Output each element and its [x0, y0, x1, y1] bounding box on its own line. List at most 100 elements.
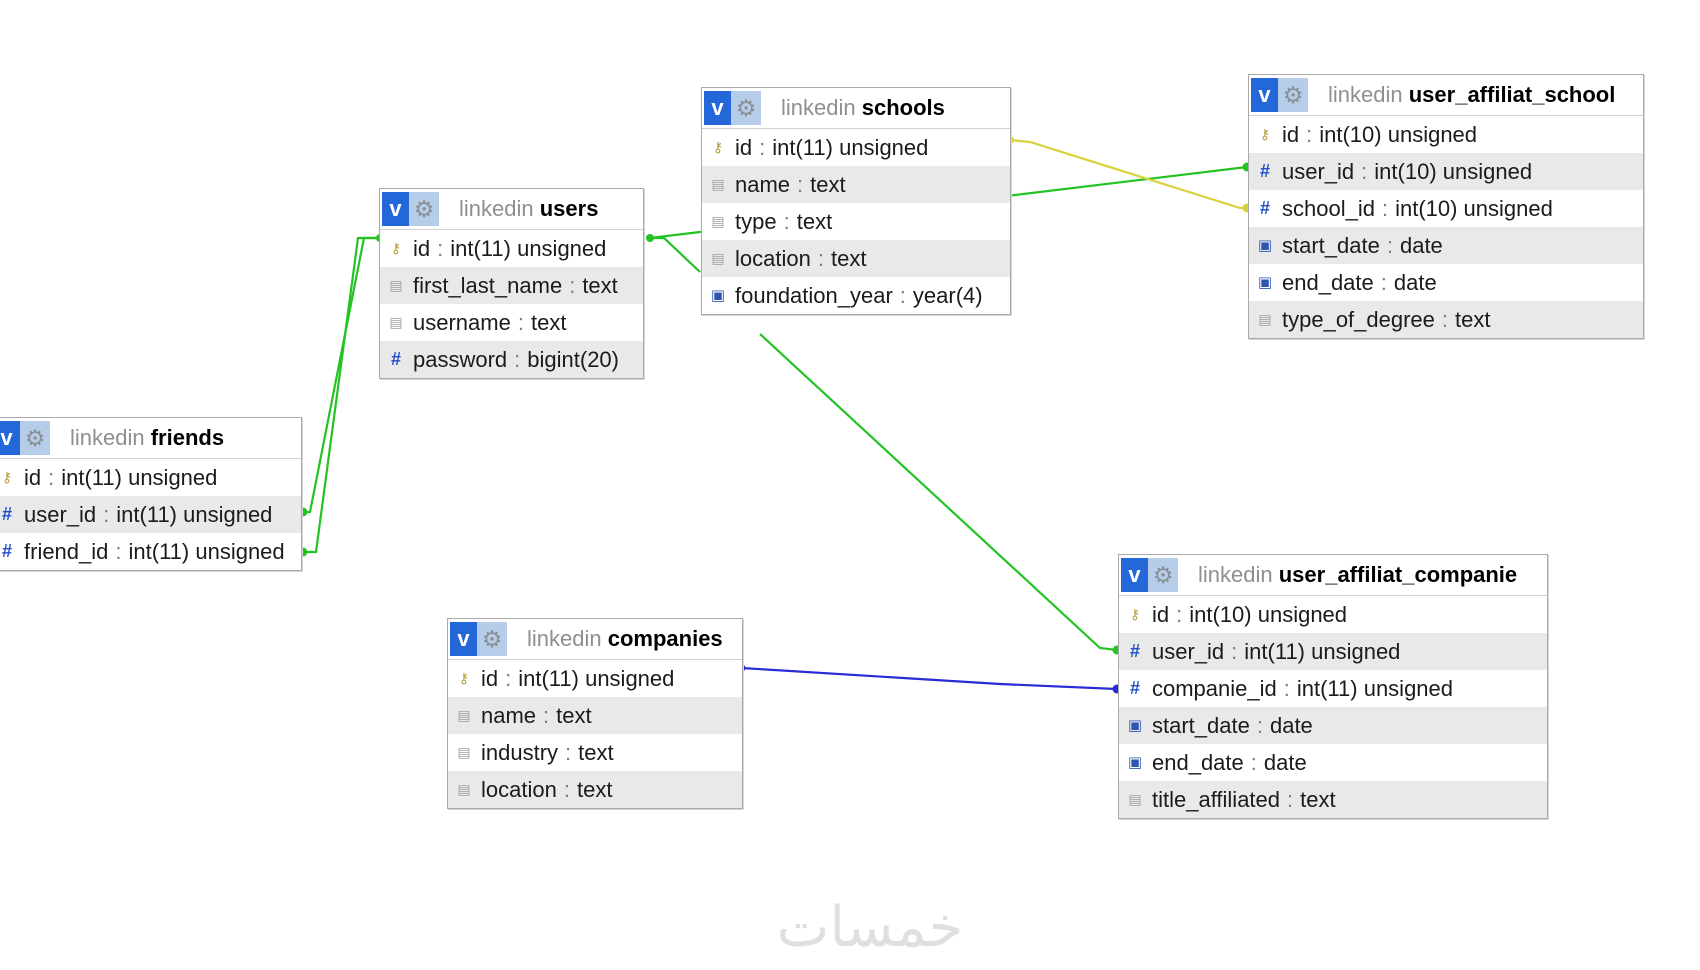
column-type: int(10) unsigned [1395, 196, 1553, 221]
column-row[interactable]: ▤name:text [702, 166, 1010, 203]
column-name: id [481, 666, 499, 691]
column-type: int(11) unsigned [772, 135, 929, 160]
gear-icon[interactable]: ⚙ [20, 421, 50, 455]
table-friends[interactable]: v⚙linkedin friends⚷id:int(11) unsigned#u… [0, 417, 302, 571]
table-name: user_affiliat_school [1408, 82, 1616, 107]
column-row[interactable]: ▤type_of_degree:text [1249, 301, 1643, 338]
text-icon: ▤ [711, 213, 725, 229]
separator: : [563, 777, 570, 802]
column-row[interactable]: ▤first_last_name:text [380, 267, 643, 304]
column-row[interactable]: ▤location:text [448, 771, 742, 808]
separator: : [783, 209, 790, 234]
text-icon: ▤ [389, 277, 403, 293]
column-name: start_date [1282, 233, 1380, 258]
column-row[interactable]: ▤title_affiliated:text [1119, 781, 1547, 818]
gear-icon[interactable]: ⚙ [1278, 78, 1308, 112]
column-type: text [530, 310, 567, 335]
column-name: id [413, 236, 431, 261]
column-type: int(10) unsigned [1189, 602, 1348, 627]
gear-icon[interactable]: ⚙ [1148, 558, 1178, 592]
column-name: end_date [1152, 750, 1244, 775]
key-icon: ⚷ [1129, 606, 1141, 622]
column-row[interactable]: #user_id:int(11) unsigned [0, 496, 301, 533]
toggle-columns-button[interactable]: v [704, 91, 731, 125]
relation-school-school-to-schools [1009, 138, 1247, 210]
hash-icon: # [1129, 641, 1140, 661]
text-icon: ▤ [457, 744, 471, 760]
column-row[interactable]: ▤location:text [702, 240, 1010, 277]
column-type: year(4) [912, 283, 983, 308]
column-name: user_id [1282, 159, 1355, 184]
table-user-affiliat-school[interactable]: v⚙ linkedin user_affiliat_school ⚷ id: int(1… [1248, 74, 1644, 339]
toggle-columns-button[interactable]: v [382, 192, 409, 226]
table-header: v⚙linkedin friends [0, 418, 301, 459]
table-title: linkedin companies [527, 626, 723, 652]
column-name: id [1282, 122, 1300, 147]
column-row[interactable]: ▣end_date:date [1249, 264, 1643, 301]
table-header: v⚙ linkedin user_affiliat_school [1249, 75, 1643, 116]
column-row[interactable]: #friend_id:int(11) unsigned [0, 533, 301, 570]
column-name: user_id [24, 502, 97, 527]
table-header: v⚙ linkedin users [380, 189, 643, 230]
separator: : [514, 347, 521, 372]
column-row[interactable]: #password:bigint(20) [380, 341, 643, 378]
column-type: date [1269, 713, 1313, 738]
column-row[interactable]: ▣start_date:date [1249, 227, 1643, 264]
column-row[interactable]: ⚷id:int(11) unsigned [448, 660, 742, 697]
relation-companie-user-to-users [759, 333, 1118, 652]
column-name: type [735, 209, 777, 234]
table-user-affiliat-companie[interactable]: v⚙linkedin user_affiliat_companie⚷id:int… [1118, 554, 1548, 819]
table-name: user_affiliat_companie [1278, 562, 1518, 587]
column-name: password [413, 347, 508, 372]
toggle-columns-button[interactable]: v [1121, 558, 1148, 592]
separator: : [1361, 159, 1368, 184]
column-row[interactable]: ⚷ id:int(11) unsigned [380, 230, 643, 267]
key-icon: ⚷ [458, 670, 470, 686]
column-row[interactable]: ▤name:text [448, 697, 742, 734]
column-row[interactable]: #user_id:int(10) unsigned [1249, 153, 1643, 190]
column-row[interactable]: ▣end_date:date [1119, 744, 1547, 781]
table-schools[interactable]: v⚙linkedin schools⚷id:int(11) unsigned▤n… [701, 87, 1011, 315]
toggle-columns-button[interactable]: v [0, 421, 20, 455]
column-row[interactable]: #companie_id:int(11) unsigned [1119, 670, 1547, 707]
separator: : [569, 273, 576, 298]
column-row[interactable]: ▣foundation_year:year(4) [702, 277, 1010, 314]
text-icon: ▤ [1258, 311, 1272, 327]
column-type: int(11) unsigned [450, 236, 607, 261]
toggle-columns-button[interactable]: v [450, 622, 477, 656]
column-row[interactable]: ⚷id:int(10) unsigned [1119, 596, 1547, 633]
column-row[interactable]: ▤type:text [702, 203, 1010, 240]
column-name: first_last_name [413, 273, 563, 298]
gear-icon[interactable]: ⚙ [409, 192, 439, 226]
table-users[interactable]: v⚙linkedin users⚷id:int(11) unsigned▤fir… [379, 188, 644, 379]
column-type: int(11) unsigned [116, 502, 273, 527]
column-type: text [576, 777, 613, 802]
text-icon: ▤ [1128, 791, 1142, 807]
table-companies[interactable]: v⚙ linkedin companies ⚷ id: int(11) unsigned… [447, 618, 743, 809]
hash-icon: # [390, 349, 401, 369]
date-icon: ▣ [1127, 754, 1143, 771]
database-name: linkedin [527, 626, 602, 651]
column-row[interactable]: ▤username:text [380, 304, 643, 341]
column-row[interactable]: ▤industry:text [448, 734, 742, 771]
database-name: linkedin [1328, 82, 1403, 107]
database-name: linkedin [459, 196, 534, 221]
column-type: int(11) unsigned [518, 666, 675, 691]
column-row[interactable]: ⚷id:int(11) unsigned [0, 459, 301, 496]
table-name: users [539, 196, 599, 221]
key-icon: ⚷ [1259, 126, 1271, 142]
separator: : [437, 236, 444, 261]
column-row[interactable]: #user_id:int(11) unsigned [1119, 633, 1547, 670]
column-row[interactable]: #school_id:int(10) unsigned [1249, 190, 1643, 227]
column-row[interactable]: ▣start_date:date [1119, 707, 1547, 744]
gear-icon[interactable]: ⚙ [731, 91, 761, 125]
date-icon: ▣ [1257, 237, 1273, 254]
watermark-logo: خمسات [776, 895, 964, 960]
key-icon: ⚷ [390, 240, 402, 256]
separator: : [797, 172, 804, 197]
toggle-columns-button[interactable]: v [1251, 78, 1278, 112]
gear-icon[interactable]: ⚙ [477, 622, 507, 656]
column-type: int(11) unsigned [1296, 676, 1454, 701]
column-row[interactable]: ⚷id:int(11) unsigned [702, 129, 1010, 166]
column-row[interactable]: ⚷id:int(10) unsigned [1249, 116, 1643, 153]
